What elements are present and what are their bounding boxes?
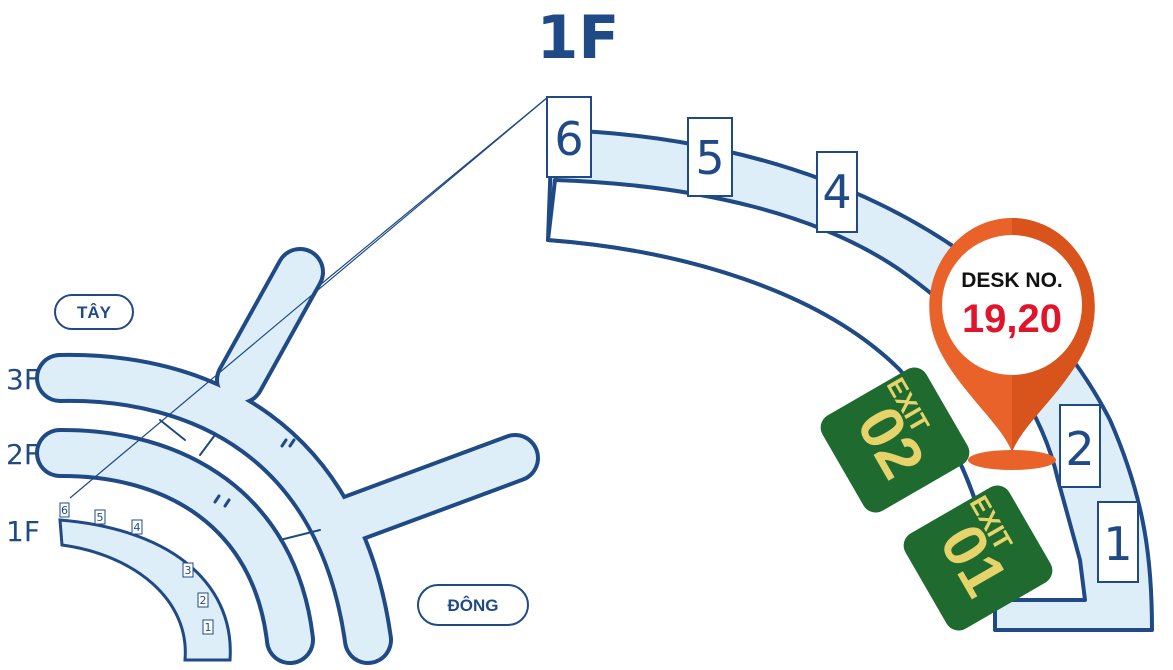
mini-1f-floor: 6 5 4 3 2 1 <box>58 502 232 662</box>
svg-text:TÂY: TÂY <box>77 303 112 322</box>
desk-location-marker: DESK NO. 19,20 <box>929 218 1095 470</box>
zone-1: 1 <box>1103 517 1132 571</box>
zone-4: 4 <box>822 165 851 219</box>
east-badge: ĐÔNG <box>417 584 529 626</box>
floor-label-1f: 1F <box>6 515 40 548</box>
desk-label: DESK NO. <box>961 269 1063 292</box>
mini-zone-5: 5 <box>97 511 104 524</box>
zone-6: 6 <box>554 112 583 166</box>
svg-text:ĐÔNG: ĐÔNG <box>448 596 499 615</box>
mini-zone-1: 1 <box>205 621 212 634</box>
page-title: 1F <box>537 3 620 73</box>
mini-zone-2: 2 <box>200 594 207 607</box>
exit-01-sign: EXIT 01 <box>903 485 1053 631</box>
overview-building <box>35 247 540 665</box>
mini-zone-3: 3 <box>185 564 192 577</box>
zoom-lines <box>69 96 549 499</box>
mini-zone-4: 4 <box>134 521 141 534</box>
zone-2: 2 <box>1065 422 1094 476</box>
floor-label-3f: 3F <box>6 363 40 396</box>
zone-5: 5 <box>695 131 724 185</box>
mini-zone-6: 6 <box>61 504 68 517</box>
floor-label-2f: 2F <box>6 438 40 471</box>
desk-number: 19,20 <box>962 297 1062 341</box>
west-badge: TÂY <box>54 294 134 330</box>
exit-02-sign: EXIT 02 <box>820 367 970 513</box>
